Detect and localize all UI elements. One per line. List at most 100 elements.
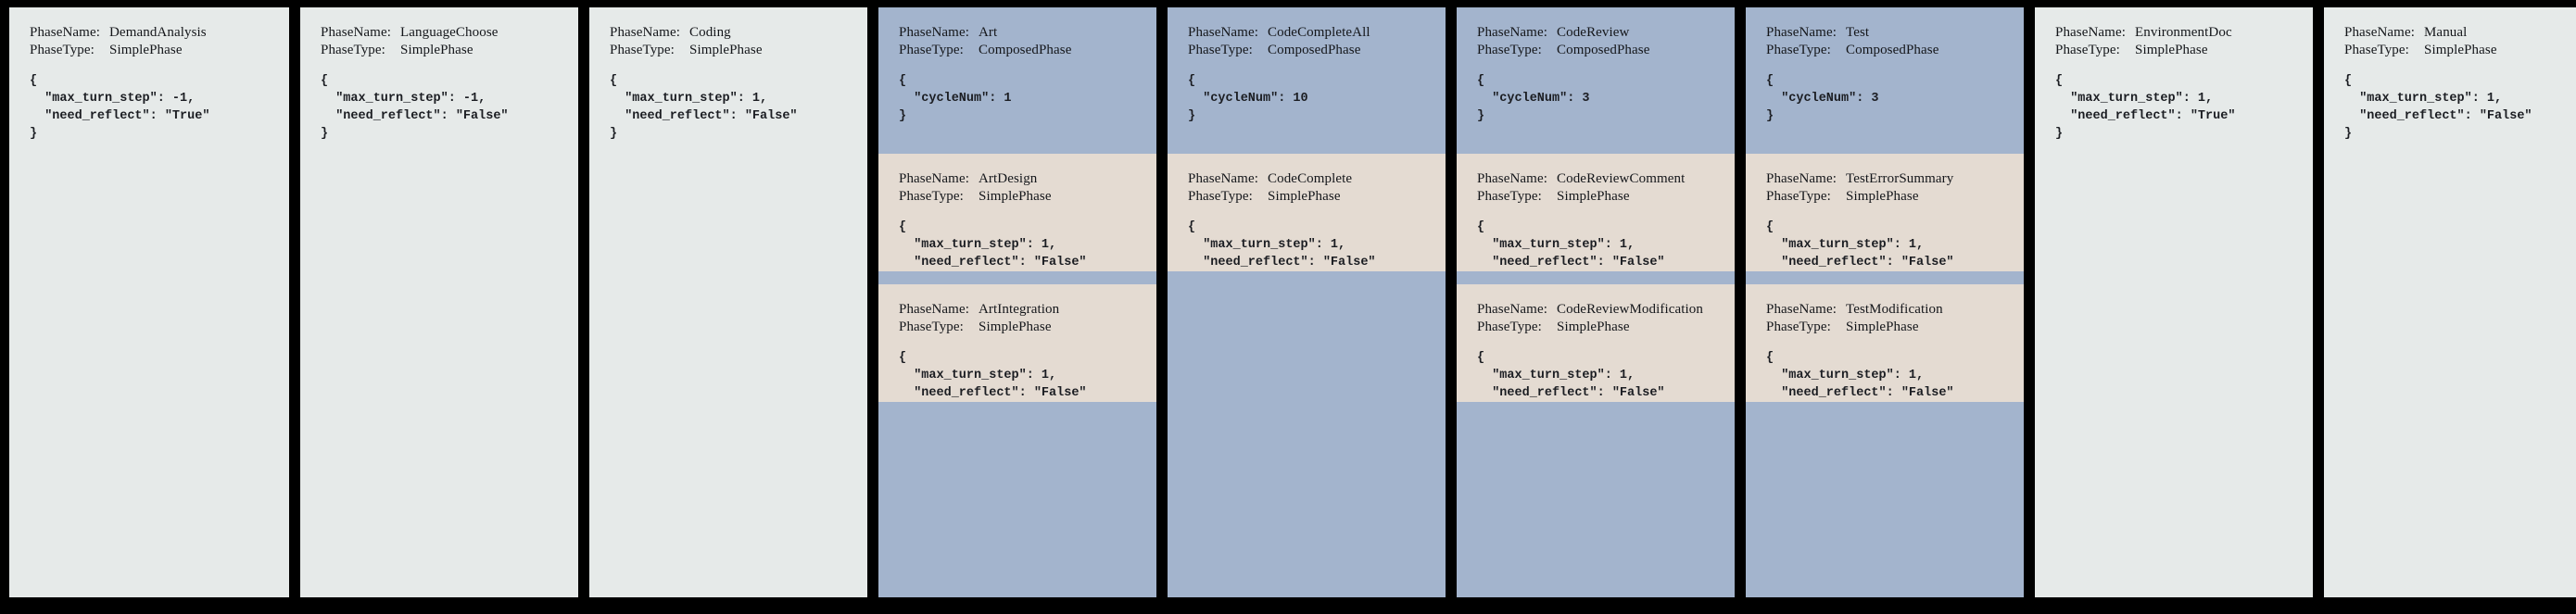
- phase-name-label: PhaseName:: [1766, 171, 1837, 186]
- phase-type-label-line: PhaseType:ComposedPhase: [1477, 42, 1735, 59]
- phase-name-value: ArtIntegration: [979, 302, 1060, 317]
- column-separator: [1735, 7, 1746, 597]
- composed-phase-cycle-filler: [1168, 271, 1446, 597]
- phase-type-label: PhaseType:: [1188, 189, 1253, 204]
- phase-name-label-line: PhaseName:Art: [899, 24, 1156, 42]
- composed-phase-cycle-filler: [1457, 402, 1735, 597]
- phase-type-label: PhaseType:: [1188, 43, 1253, 57]
- phase-config-json: { "max_turn_step": 1, "need_reflect": "F…: [1477, 220, 1665, 269]
- phase-name-label-line: PhaseName:CodeReviewModification: [1477, 301, 1735, 319]
- phase-type-label: PhaseType:: [2344, 43, 2409, 57]
- phase-name-label: PhaseName:: [30, 25, 100, 40]
- phase-config-json: { "max_turn_step": 1, "need_reflect": "F…: [899, 220, 1087, 269]
- composed-phase-cycle-filler: [878, 402, 1156, 597]
- phase-type-label-line: PhaseType:SimplePhase: [2055, 42, 2313, 59]
- sub-phase-divider: [878, 271, 1156, 284]
- phase-type-label: PhaseType:: [610, 43, 675, 57]
- phase-config-json: { "cycleNum": 1 }: [899, 74, 1012, 123]
- board-left-margin: [0, 7, 9, 597]
- column-separator: [1156, 7, 1168, 597]
- phase-name-value: CodeReviewComment: [1557, 171, 1686, 186]
- phase-type-label-line: PhaseType:SimplePhase: [899, 319, 1156, 336]
- phase-type-label-line: PhaseType: SimplePhase: [321, 42, 578, 59]
- phase-config-json: { "max_turn_step": 1, "need_reflect": "F…: [1766, 220, 1954, 269]
- column-separator: [2313, 7, 2324, 597]
- phase-config-json: { "max_turn_step": 1, "need_reflect": "F…: [1188, 220, 1376, 269]
- phase-type-label: PhaseType:: [1477, 320, 1542, 334]
- phase-type-label-line: PhaseType:ComposedPhase: [1766, 42, 2024, 59]
- phase-config-json: { "cycleNum": 3 }: [1766, 74, 1879, 123]
- phase-type-value: SimplePhase: [979, 189, 1052, 204]
- phase-name-label-line: PhaseName:DemandAnalysis: [30, 24, 289, 42]
- phase-name-label-line: PhaseName:CodeReview: [1477, 24, 1735, 42]
- phase-type-value: SimplePhase: [109, 43, 183, 57]
- phase-name-label: PhaseName:: [1766, 302, 1837, 317]
- phase-type-label: PhaseType:: [321, 43, 385, 57]
- phase-config-json: { "cycleNum": 3 }: [1477, 74, 1590, 123]
- phase-type-label-line: PhaseType: ComposedPhase: [1188, 42, 1446, 59]
- phase-config-json: { "cycleNum": 10 }: [1188, 74, 1308, 123]
- phase-name-label: PhaseName:: [1766, 25, 1837, 40]
- phase-type-value: SimplePhase: [400, 43, 474, 57]
- phase-type-value: ComposedPhase: [1268, 43, 1361, 57]
- phase-type-label-line: PhaseType:SimplePhase: [1477, 188, 1735, 206]
- phase-name-value: CodeComplete: [1268, 171, 1353, 186]
- phase-type-value: SimplePhase: [2135, 43, 2208, 57]
- phase-type-label: PhaseType:: [1477, 189, 1542, 204]
- phase-type-label: PhaseType:: [30, 43, 95, 57]
- phase-name-label-line: PhaseName:Manual: [2344, 24, 2576, 42]
- phase-type-value: SimplePhase: [2424, 43, 2497, 57]
- phase-config-json: { "max_turn_step": 1, "need_reflect": "F…: [899, 351, 1087, 400]
- phase-config-json: { "max_turn_step": 1, "need_reflect": "F…: [610, 74, 798, 141]
- phase-type-value: SimplePhase: [979, 320, 1052, 334]
- phase-type-value: SimplePhase: [1846, 189, 1919, 204]
- phase-name-label-line: PhaseName:Test: [1766, 24, 2024, 42]
- column-separator: [2024, 7, 2035, 597]
- phase-name-value: ArtDesign: [979, 171, 1038, 186]
- phase-name-label: PhaseName:: [2344, 25, 2415, 40]
- phase-name-label-line: PhaseName:TestModification: [1766, 301, 2024, 319]
- phase-type-value: SimplePhase: [1268, 189, 1341, 204]
- phase-type-label: PhaseType:: [1766, 320, 1831, 334]
- phase-name-label-line: PhaseName:ArtIntegration: [899, 301, 1156, 319]
- phase-type-value: ComposedPhase: [979, 43, 1072, 57]
- phase-name-label-line: PhaseName:TestErrorSummary: [1766, 170, 2024, 188]
- sub-phase-divider: [1457, 271, 1735, 284]
